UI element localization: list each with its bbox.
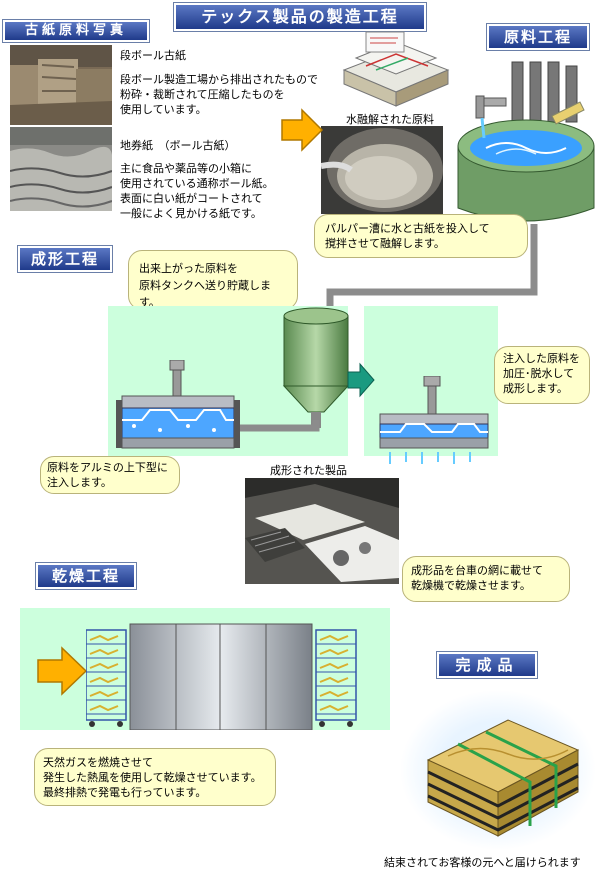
injection-mold-illustration	[116, 360, 240, 449]
board-paper-title: 地券紙 （ボール古紙）	[120, 139, 236, 152]
cardboard-description: 段ボール製造工場から排出されたもので 粉砕・裁断されて圧縮したものを 使用してい…	[120, 73, 318, 116]
cardboard-bales-photo	[10, 45, 112, 125]
pipe-tank-to-mold	[220, 420, 320, 432]
section-header-photos: 古紙原料写真	[3, 20, 149, 42]
section-header-forming: 成形工程	[18, 246, 112, 272]
storage-tank-illustration	[282, 307, 350, 428]
pipe-pulper-to-tank	[326, 224, 538, 316]
section-header-drying: 乾燥工程	[36, 563, 136, 589]
arrow-right-icon	[347, 362, 375, 398]
pulper-callout: パルパー漕に水と古紙を投入して 撹拌させて融解します。	[314, 214, 528, 258]
dissolved-material-photo	[321, 126, 443, 214]
page-title: テックス製品の製造工程	[174, 3, 426, 31]
tank-callout: 出来上がった原料を 原料タンクへ送り貯蔵します。	[128, 250, 298, 310]
arrow-right-icon	[281, 108, 324, 152]
board-paper-description: 主に食品や薬品等の小箱に 使用されている通称ボール紙。 表面に白い紙がコートされ…	[120, 162, 274, 220]
cardboard-title: 段ボール古紙	[120, 49, 186, 62]
finished-product-illustration	[398, 680, 598, 850]
paper-bales-illustration	[336, 28, 456, 110]
dissolved-material-caption: 水融解された原料	[346, 113, 434, 126]
dryer-gas-callout: 天然ガスを燃焼させて 発生した熱風を使用して乾燥させています。 最終排熱で発電も…	[34, 748, 276, 806]
pulper-tank-illustration	[456, 58, 596, 228]
press-callout: 注入した原料を 加圧･脱水して 成形します。	[494, 346, 590, 404]
formed-product-caption: 成形された製品	[270, 464, 347, 477]
formed-product-photo	[245, 478, 399, 584]
section-header-finished: 完成品	[437, 652, 537, 678]
dryer-machine-illustration	[86, 623, 357, 730]
dryer-load-callout: 成形品を台車の網に載せて 乾燥機で乾燥させます。	[402, 556, 570, 602]
arrow-right-icon	[37, 646, 88, 696]
inject-callout: 原料をアルミの上下型に 注入します。	[40, 456, 180, 494]
board-paper-photo	[10, 127, 112, 211]
finished-product-caption: 結束されてお客様の元へと届けられます	[384, 856, 581, 869]
press-mold-illustration	[379, 376, 489, 464]
section-header-raw: 原料工程	[487, 24, 589, 50]
